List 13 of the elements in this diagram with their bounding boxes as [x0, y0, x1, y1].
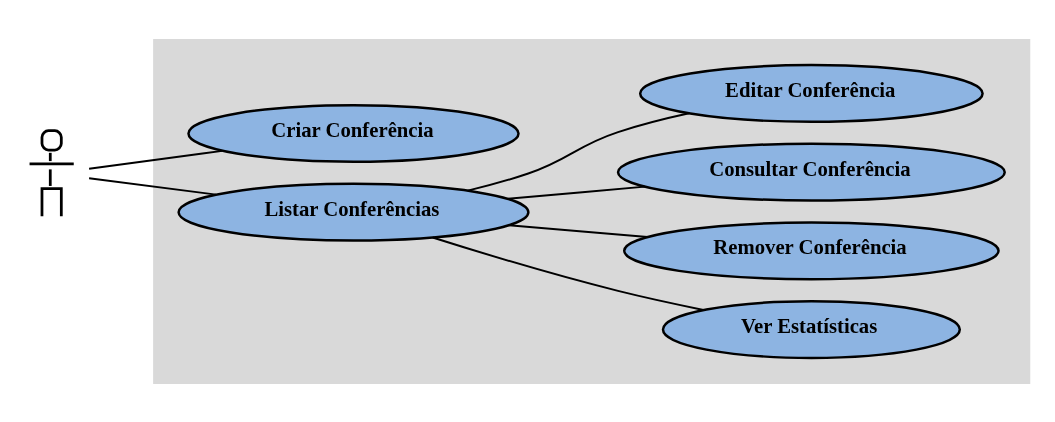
- node-ellipse: Remover Conferência: [622, 220, 1000, 280]
- node-ellipse: Consultar Conferência: [616, 142, 1006, 202]
- cluster: [153, 38, 1031, 384]
- node-ellipse: Criar Conferência: [187, 103, 520, 163]
- node-ellipse: Ver Estatísticas: [661, 299, 962, 359]
- connector: [431, 236, 705, 311]
- node-ellipse: Editar Conferência: [638, 63, 984, 123]
- node-ellipse: Listar Conferências: [177, 182, 530, 242]
- connector: [466, 111, 691, 192]
- connector: [508, 223, 649, 238]
- connector: [88, 149, 224, 170]
- connector: [88, 176, 218, 196]
- connector: [506, 185, 647, 200]
